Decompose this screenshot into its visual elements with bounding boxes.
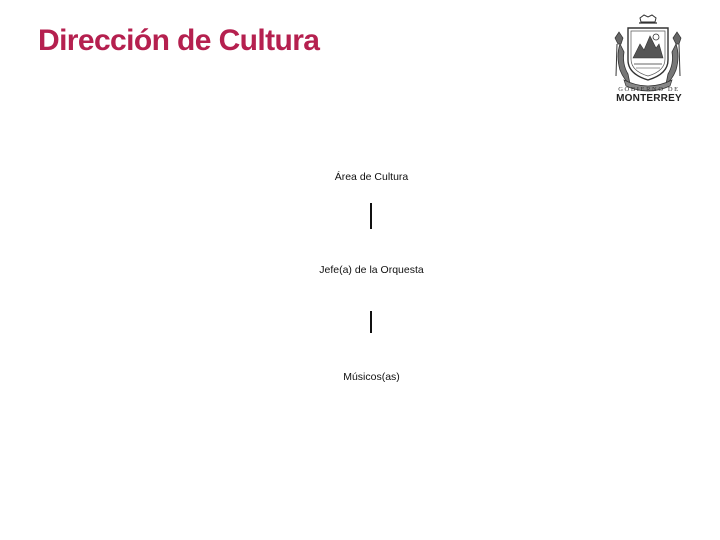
org-connector-line — [370, 311, 372, 333]
org-node-musicos: Músicos(as) — [343, 371, 400, 383]
org-connector-line — [370, 203, 372, 229]
coat-of-arms-icon — [614, 14, 682, 92]
org-node-area-cultura: Área de Cultura — [334, 171, 409, 183]
page-title: Dirección de Cultura — [38, 24, 320, 57]
org-node-jefe-orquesta: Jefe(a) de la Orquesta — [319, 264, 424, 276]
logo-caption-main: MONTERREY — [616, 93, 682, 104]
logo-caption-top: GOBIERNO DE — [618, 86, 680, 93]
